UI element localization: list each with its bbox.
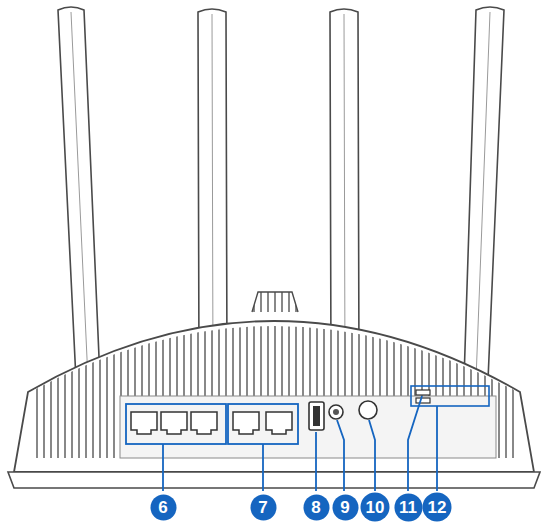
- switch: [416, 390, 430, 395]
- port-group-outline: [126, 404, 226, 444]
- callout-number: 6: [158, 499, 167, 516]
- lan-port: [161, 412, 187, 434]
- lan-port: [233, 412, 259, 434]
- callout-circle-fill: [423, 493, 452, 522]
- callout-circle-fill: [150, 494, 176, 520]
- callout-number: 12: [428, 499, 447, 516]
- vent-grille: [496, 398, 516, 458]
- callout-circle: 9: [332, 494, 359, 521]
- usb-port: [309, 402, 324, 430]
- antenna: [464, 7, 504, 380]
- leader-line: [315, 432, 317, 491]
- callout-number: 8: [311, 499, 320, 516]
- callout-number: 9: [340, 499, 349, 516]
- vent-notch: [252, 292, 298, 312]
- usb-port: [313, 406, 320, 426]
- callout-circle-fill: [394, 493, 422, 521]
- callout-circle-fill: [303, 494, 329, 520]
- callout-circle-fill: [332, 494, 358, 520]
- callout-circle-fill: [361, 493, 390, 522]
- ethernet-ports: [131, 412, 292, 434]
- callout-circle: 8: [303, 494, 330, 521]
- leader-line: [369, 420, 375, 491]
- router-body: [14, 321, 534, 472]
- switch-outline: [411, 386, 489, 406]
- port-group-outline: [228, 404, 298, 444]
- callout-circle: 7: [250, 494, 277, 521]
- vent-grille: [34, 326, 514, 398]
- reset-button: [329, 405, 343, 419]
- callout-circle: 10: [360, 492, 390, 522]
- callout-circle: 6: [150, 494, 177, 521]
- vent-grille: [34, 398, 120, 458]
- antenna: [58, 7, 100, 380]
- callout-number: 7: [258, 499, 267, 516]
- callout-circle: 11: [394, 493, 423, 522]
- wan-port: [266, 412, 292, 434]
- callout-number: 11: [399, 499, 417, 516]
- lan-port: [131, 412, 157, 434]
- leader-line: [162, 444, 164, 491]
- leader-line: [436, 406, 438, 491]
- switch: [416, 398, 430, 403]
- antenna: [330, 9, 359, 372]
- callout-circle-fill: [250, 494, 276, 520]
- leader-lines: [163, 396, 437, 491]
- router-base: [8, 472, 540, 488]
- leader-line: [262, 444, 264, 491]
- leader-line: [408, 396, 422, 491]
- lan-port: [191, 412, 217, 434]
- power-jack: [359, 401, 377, 419]
- leader-line: [337, 420, 344, 491]
- reset-button: [333, 409, 339, 415]
- callout-number: 10: [366, 499, 385, 516]
- antenna: [198, 9, 227, 370]
- callout-circle: 12: [422, 492, 452, 522]
